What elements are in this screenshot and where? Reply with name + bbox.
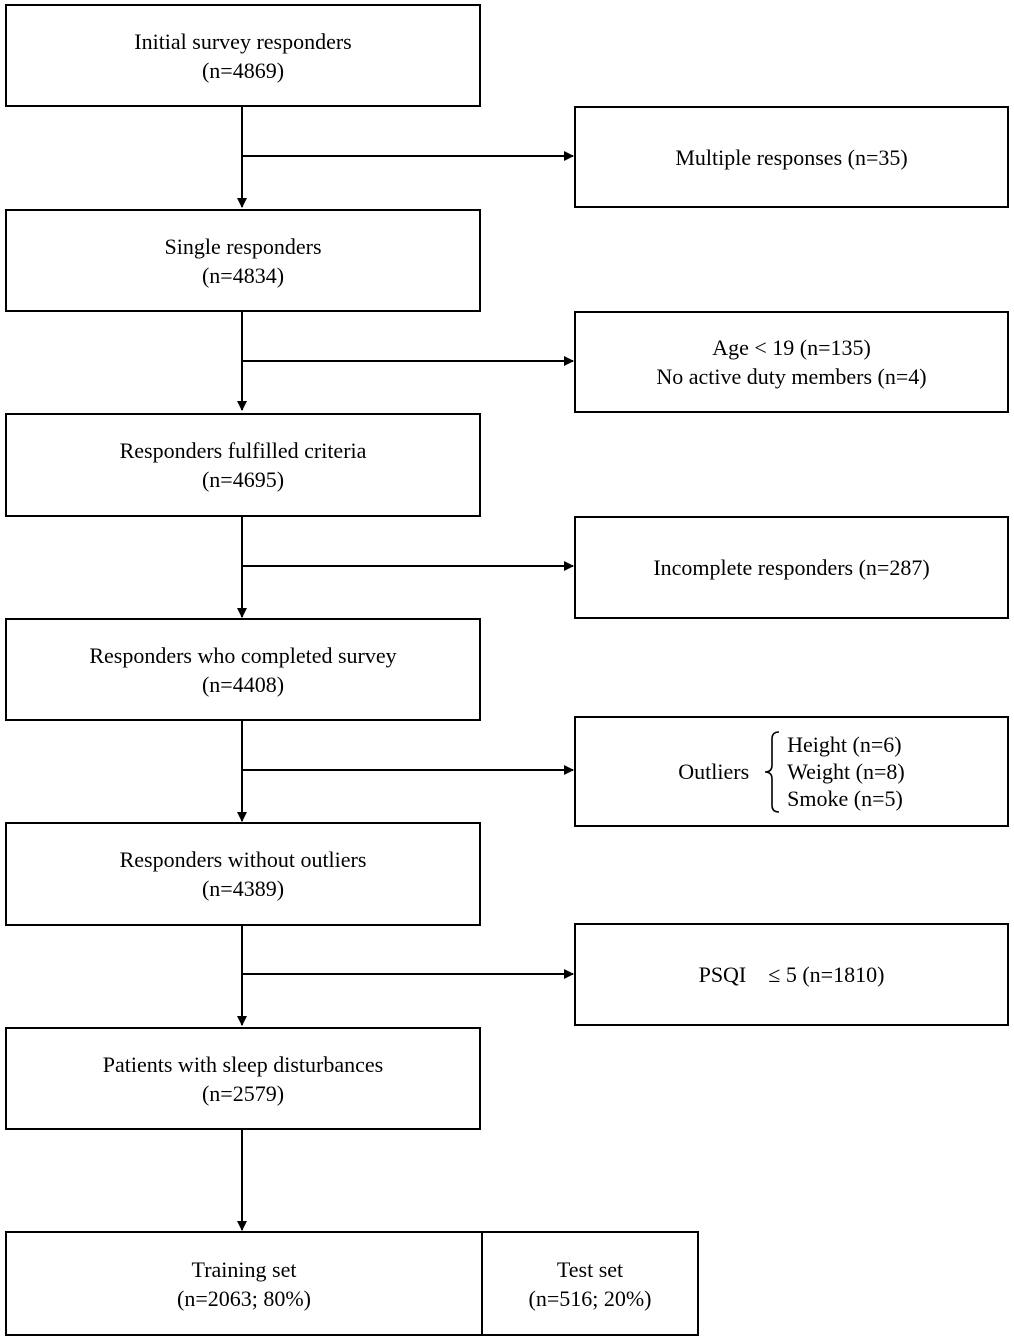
box-multiple-responses: Multiple responses (n=35) xyxy=(574,106,1009,208)
box-label: Responders fulfilled criteria xyxy=(119,438,367,463)
box-count: (n=4695) xyxy=(201,467,285,492)
box-outliers: Outliers Height (n=6) Weight (n=8) Smoke… xyxy=(574,716,1009,827)
exclusion-psqi: PSQI ≤ 5 (n=1810) xyxy=(698,962,885,987)
box-initial-survey-responders: Initial survey responders (n=4869) xyxy=(5,4,481,107)
test-count: (n=516; 20%) xyxy=(528,1285,652,1311)
box-label: Responders without outliers xyxy=(119,847,367,872)
outlier-height: Height (n=6) xyxy=(787,732,902,757)
box-single-responders: Single responders (n=4834) xyxy=(5,209,481,312)
box-responders-fulfilled-criteria: Responders fulfilled criteria (n=4695) xyxy=(5,413,481,517)
outlier-weight: Weight (n=8) xyxy=(787,759,905,784)
box-responders-completed-survey: Responders who completed survey (n=4408) xyxy=(5,618,481,721)
outliers-list: Height (n=6) Weight (n=8) Smoke (n=5) xyxy=(787,731,905,812)
exclusion-label: Multiple responses (n=35) xyxy=(675,144,908,170)
box-label: Single responders xyxy=(164,233,322,259)
exclusion-active-duty: No active duty members (n=4) xyxy=(656,364,927,389)
outliers-group: Outliers Height (n=6) Weight (n=8) Smoke… xyxy=(678,729,905,815)
box-count: (n=4834) xyxy=(201,262,285,288)
box-incomplete-responders: Incomplete responders (n=287) xyxy=(574,516,1009,619)
training-count: (n=2063; 80%) xyxy=(177,1285,311,1311)
box-psqi: PSQI ≤ 5 (n=1810) xyxy=(574,923,1009,1026)
box-count: (n=4389) xyxy=(201,876,285,901)
outliers-label: Outliers xyxy=(678,759,750,784)
box-count: (n=4869) xyxy=(201,57,285,83)
box-test-set: Test set (n=516; 20%) xyxy=(481,1231,699,1336)
box-label: Responders who completed survey xyxy=(89,642,397,668)
training-label: Training set xyxy=(191,1256,297,1282)
box-patients-sleep-disturbances: Patients with sleep disturbances (n=2579… xyxy=(5,1027,481,1130)
test-label: Test set xyxy=(556,1256,624,1282)
box-label: Initial survey responders xyxy=(134,28,352,54)
curly-brace-icon xyxy=(765,730,780,813)
box-age-active-duty: Age < 19 (n=135) No active duty members … xyxy=(574,311,1009,413)
box-count: (n=4408) xyxy=(201,671,285,697)
exclusion-age: Age < 19 (n=135) xyxy=(712,335,871,360)
outlier-smoke: Smoke (n=5) xyxy=(787,786,903,811)
box-training-set: Training set (n=2063; 80%) xyxy=(5,1231,483,1336)
exclusion-label: Incomplete responders (n=287) xyxy=(653,555,930,580)
box-label: Patients with sleep disturbances xyxy=(102,1051,384,1077)
box-responders-without-outliers: Responders without outliers (n=4389) xyxy=(5,822,481,926)
box-count: (n=2579) xyxy=(201,1080,285,1106)
